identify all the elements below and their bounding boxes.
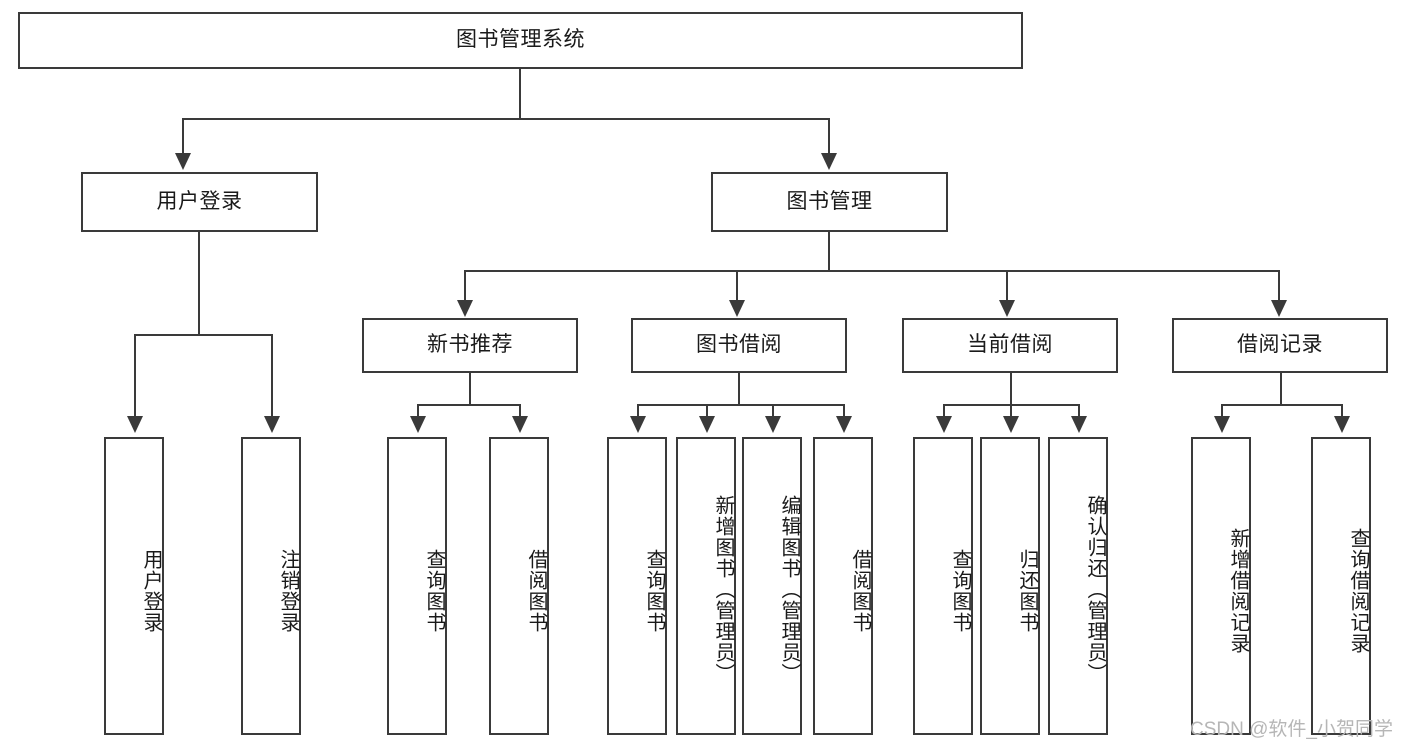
- connector-nbr-leaf-1: [417, 404, 419, 418]
- csdn-watermark: CSDN @软件_小贺同学: [1190, 719, 1393, 740]
- arrow-br-leaf-2: [1334, 416, 1350, 433]
- leaf-br-query-record[interactable]: 查询借阅记录: [1311, 437, 1371, 735]
- node-root-book-management-system[interactable]: 图书管理系统: [18, 12, 1023, 69]
- connector-bb-leaf-2: [706, 404, 708, 418]
- connector-user-login-leaf-1: [134, 334, 136, 418]
- leaf-cb-return-book[interactable]: 归还图书: [980, 437, 1040, 735]
- leaf-bb-query-book[interactable]: 查询图书: [607, 437, 667, 735]
- leaf-user-login[interactable]: 用户登录: [104, 437, 164, 735]
- node-book-borrow[interactable]: 图书借阅: [631, 318, 847, 373]
- leaf-bb-borrow-book[interactable]: 借阅图书: [813, 437, 873, 735]
- arrow-cb-leaf-3: [1071, 416, 1087, 433]
- connector-bb-bus: [637, 404, 843, 406]
- connector-bm-to-borrow-record: [1278, 270, 1280, 302]
- node-user-login[interactable]: 用户登录: [81, 172, 318, 232]
- connector-br-leaf-2: [1341, 404, 1343, 418]
- connector-user-login-leaf-2: [271, 334, 273, 418]
- connector-book-management-bus: [464, 270, 1280, 272]
- leaf-bb-add-book-admin[interactable]: 新增图书（管理员）: [676, 437, 736, 735]
- connector-root-bus: [182, 118, 830, 120]
- connector-nbr-leaf-2: [519, 404, 521, 418]
- connector-bm-to-new-book: [464, 270, 466, 302]
- connector-root-to-book-management: [828, 118, 830, 155]
- arrow-bm-to-borrow-record: [1271, 300, 1287, 317]
- arrow-user-login-leaf-1: [127, 416, 143, 433]
- leaf-nbr-query-book[interactable]: 查询图书: [387, 437, 447, 735]
- connector-br-stem: [1280, 373, 1282, 406]
- arrow-cb-leaf-1: [936, 416, 952, 433]
- connector-cb-leaf-1: [943, 404, 945, 418]
- connector-cb-leaf-2: [1010, 404, 1012, 418]
- connector-br-bus: [1221, 404, 1341, 406]
- arrow-root-to-book-management: [821, 153, 837, 170]
- arrow-bm-to-new-book: [457, 300, 473, 317]
- leaf-cb-query-book[interactable]: 查询图书: [913, 437, 973, 735]
- connector-root-stem: [519, 69, 521, 119]
- node-borrow-record[interactable]: 借阅记录: [1172, 318, 1388, 373]
- leaf-br-add-record[interactable]: 新增借阅记录: [1191, 437, 1251, 735]
- connector-br-leaf-1: [1221, 404, 1223, 418]
- connector-book-management-stem: [828, 232, 830, 272]
- connector-bm-to-book-borrow: [736, 270, 738, 302]
- leaf-bb-edit-book-admin[interactable]: 编辑图书（管理员）: [742, 437, 802, 735]
- connector-bb-leaf-3: [772, 404, 774, 418]
- connector-bm-to-current-borrow: [1006, 270, 1008, 302]
- arrow-bb-leaf-2: [699, 416, 715, 433]
- arrow-br-leaf-1: [1214, 416, 1230, 433]
- connector-bb-leaf-4: [843, 404, 845, 418]
- arrow-bb-leaf-4: [836, 416, 852, 433]
- arrow-cb-leaf-2: [1003, 416, 1019, 433]
- arrow-bm-to-book-borrow: [729, 300, 745, 317]
- arrow-bb-leaf-3: [765, 416, 781, 433]
- leaf-logout-login[interactable]: 注销登录: [241, 437, 301, 735]
- arrow-bb-leaf-1: [630, 416, 646, 433]
- leaf-cb-confirm-return-admin[interactable]: 确认归还（管理员）: [1048, 437, 1108, 735]
- connector-bb-stem: [738, 373, 740, 406]
- arrow-root-to-user-login: [175, 153, 191, 170]
- node-current-borrow[interactable]: 当前借阅: [902, 318, 1118, 373]
- connector-nbr-stem: [469, 373, 471, 406]
- arrow-nbr-leaf-1: [410, 416, 426, 433]
- connector-cb-stem: [1010, 373, 1012, 406]
- connector-user-login-bus: [134, 334, 273, 336]
- leaf-nbr-borrow-book[interactable]: 借阅图书: [489, 437, 549, 735]
- connector-root-to-user-login: [182, 118, 184, 155]
- arrow-nbr-leaf-2: [512, 416, 528, 433]
- arrow-user-login-leaf-2: [264, 416, 280, 433]
- connector-nbr-bus: [417, 404, 521, 406]
- node-new-book-recommend[interactable]: 新书推荐: [362, 318, 578, 373]
- arrow-bm-to-current-borrow: [999, 300, 1015, 317]
- connector-cb-leaf-3: [1078, 404, 1080, 418]
- connector-bb-leaf-1: [637, 404, 639, 418]
- node-book-management[interactable]: 图书管理: [711, 172, 948, 232]
- connector-user-login-stem: [198, 232, 200, 335]
